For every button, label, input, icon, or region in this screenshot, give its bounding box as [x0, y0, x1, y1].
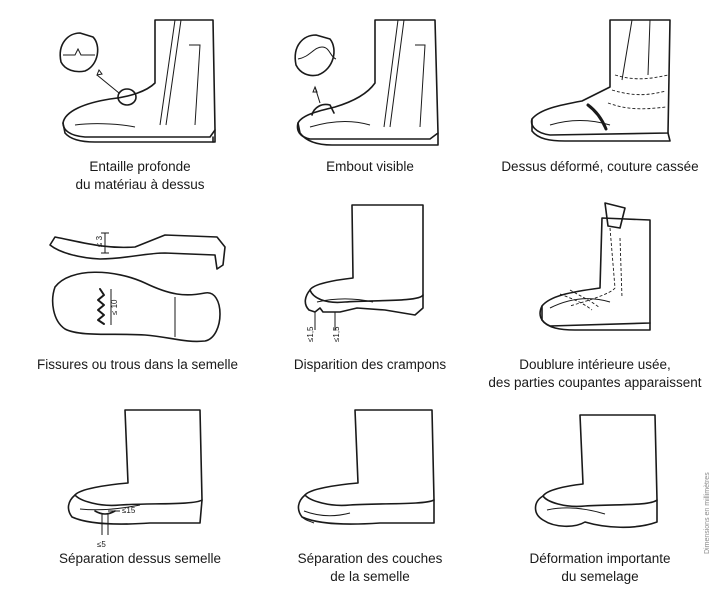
caption-visible-toecap: Embout visible	[326, 159, 414, 174]
caption-sole-cracks: Fissures ou trous dans la semelle	[36, 357, 239, 372]
illustration-upper-sole-separation: ≤15 ≤5	[60, 405, 220, 550]
illustration-sole-cracks: ≤ 3 ≤ 10	[45, 225, 235, 355]
svg-text:≤ 3: ≤ 3	[95, 235, 104, 247]
side-note: Dimensions en millimètres	[704, 472, 711, 554]
svg-text:≤5: ≤5	[97, 540, 106, 549]
illustration-sole-layer-separation	[290, 405, 450, 550]
illustration-sole-deformation	[525, 410, 670, 550]
illustration-deep-cut	[55, 15, 225, 155]
caption-worn-lining: Doublure intérieure usée,des parties cou…	[488, 357, 702, 390]
svg-text:≤15: ≤15	[122, 506, 136, 515]
illustration-worn-cleats: ≤1,5 ≤1,5	[295, 200, 445, 350]
caption-upper-sole-separation: Séparation dessus semelle	[58, 551, 222, 566]
illustration-visible-toecap	[290, 15, 450, 155]
illustration-deformed-upper	[520, 15, 680, 155]
caption-worn-cleats: Disparition des crampons	[293, 357, 447, 372]
svg-text:≤1,5: ≤1,5	[306, 326, 315, 342]
caption-deformed-upper: Dessus déformé, couture cassée	[501, 159, 699, 174]
svg-text:≤1,5: ≤1,5	[332, 326, 341, 342]
illustration-worn-lining	[530, 198, 660, 343]
svg-text:≤ 10: ≤ 10	[110, 299, 119, 315]
